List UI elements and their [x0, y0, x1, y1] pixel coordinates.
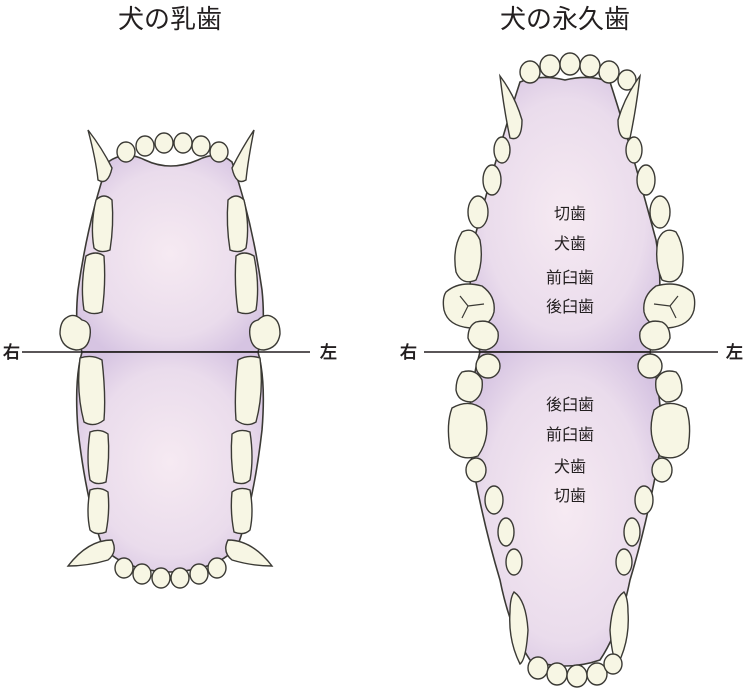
upper-label-incisor: 切歯 — [554, 204, 586, 223]
permanent-lower-incisors — [527, 653, 623, 688]
permanent-upper-premolars-left — [625, 136, 684, 283]
deciduous-lower-canine-left — [225, 539, 274, 567]
deciduous-upper-canine-left — [231, 129, 255, 183]
permanent-lower-teeth-right — [447, 353, 523, 576]
deciduous-lower-incisors — [114, 557, 227, 589]
permanent-right-label: 右 — [400, 342, 417, 363]
permanent-upper-premolars-right — [454, 136, 511, 283]
permanent-upper-incisors — [519, 52, 637, 91]
permanent-upper-labels: 切歯 犬歯 前臼歯 後臼歯 — [546, 204, 594, 316]
permanent-title: 犬の永久歯 — [500, 5, 630, 35]
deciduous-mouth — [59, 129, 281, 589]
deciduous-upper-canine-right — [87, 129, 113, 183]
permanent-lower-canine-right — [509, 591, 529, 666]
permanent-mouth — [442, 52, 696, 688]
lower-label-incisor: 切歯 — [554, 486, 586, 505]
deciduous-right-label: 右 — [3, 342, 20, 363]
deciduous-upper-palate — [75, 154, 265, 353]
deciduous-upper-premolars-right — [59, 195, 114, 351]
permanent-lower-labels: 後臼歯 前臼歯 犬歯 切歯 — [546, 395, 594, 505]
lower-label-premolar: 前臼歯 — [546, 425, 594, 444]
deciduous-upper-premolars-left — [226, 195, 281, 351]
deciduous-title: 犬の乳歯 — [118, 5, 222, 35]
deciduous-lower-teeth-left — [230, 355, 263, 535]
permanent-lower-teeth-left — [615, 353, 691, 576]
permanent-upper-canine-left — [617, 73, 641, 140]
upper-label-canine: 犬歯 — [554, 234, 586, 253]
deciduous-upper-incisors — [116, 132, 229, 163]
lower-label-canine: 犬歯 — [554, 457, 586, 476]
upper-label-premolar: 前臼歯 — [546, 268, 594, 287]
permanent-upper-molars-left — [639, 283, 696, 351]
permanent-left-label: 左 — [726, 342, 743, 363]
upper-label-molar: 後臼歯 — [546, 297, 594, 316]
deciduous-lower-palate — [75, 351, 265, 573]
permanent-upper-molars-right — [442, 283, 499, 351]
deciduous-lower-teeth-right — [77, 355, 110, 535]
lower-label-molar: 後臼歯 — [546, 395, 594, 414]
permanent-upper-canine-right — [499, 73, 523, 140]
deciduous-lower-canine-right — [66, 539, 115, 567]
deciduous-left-label: 左 — [320, 342, 337, 363]
